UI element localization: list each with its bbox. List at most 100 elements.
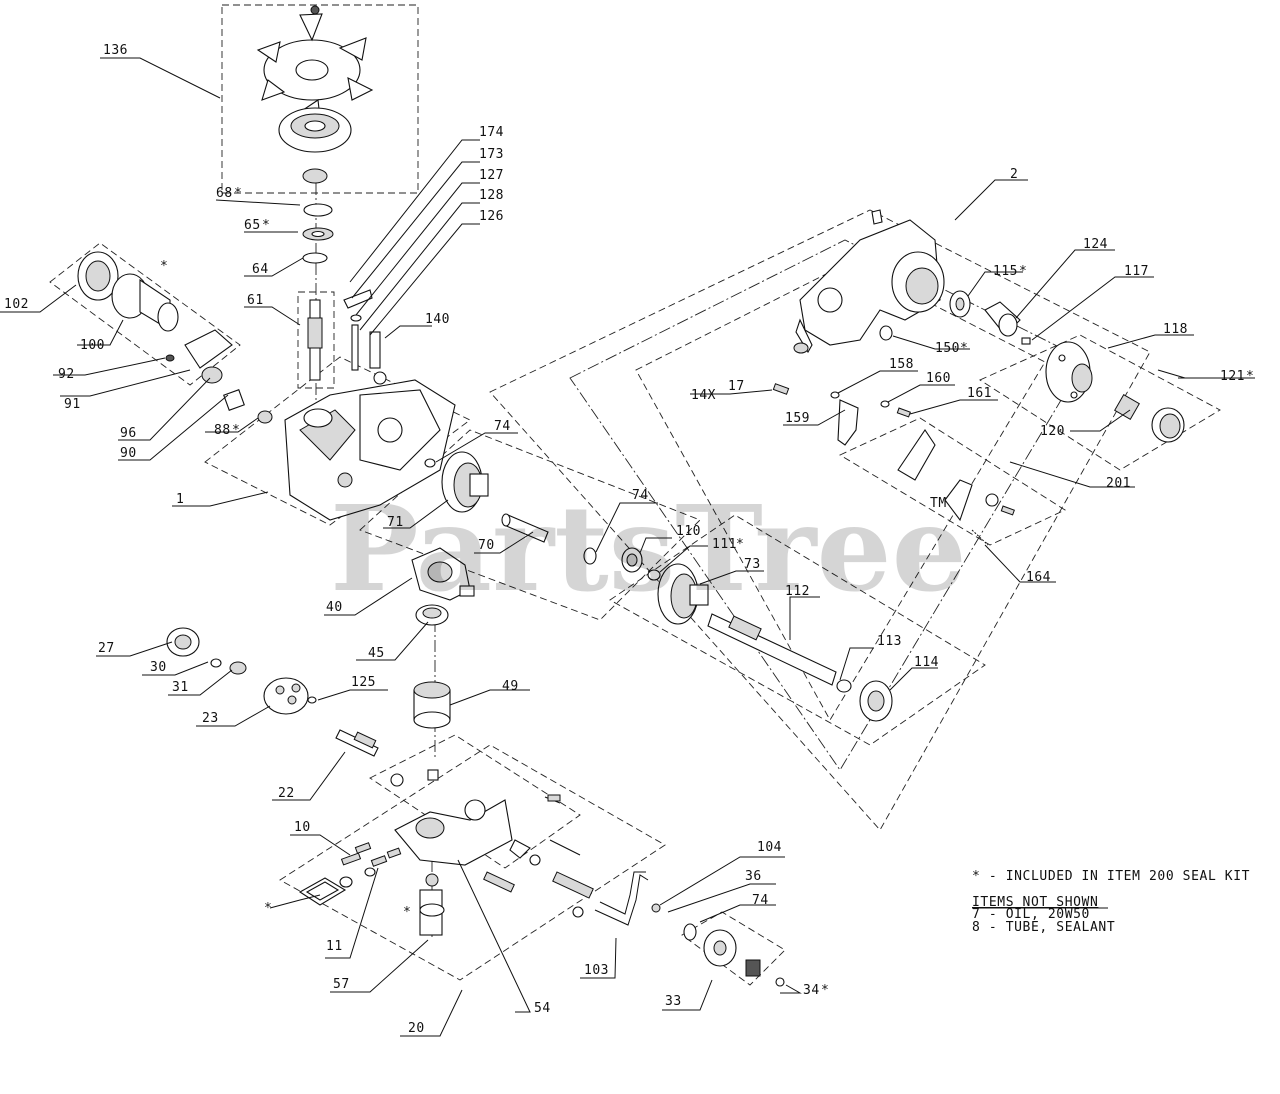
callout-65: 65 [244,218,261,233]
callout-126: 126 [479,209,504,224]
callout-201: 201 [1106,476,1131,491]
part-endcap-20 [390,769,594,936]
part-shaft-70 [501,513,549,543]
callout-70: 70 [478,538,495,553]
callout-2: 2 [1010,167,1018,182]
leader-lines [0,57,1255,1037]
callout-68: 68 [216,186,233,201]
watermark-trademark: TM [930,496,947,511]
callout-20: 20 [408,1021,425,1036]
callout-100: 100 [80,338,105,353]
callout-74-b: 74 [632,488,649,503]
callout-124: 124 [1083,237,1108,252]
callout-115: 115 [993,264,1018,279]
callout-45: 45 [368,646,385,661]
item-7-note: 7 - OIL, 20W50 [972,907,1090,922]
callout-68-mark: * [234,186,242,201]
part-pulley [278,107,352,153]
part-valves-10-11 [298,842,402,906]
callout-36: 36 [745,869,762,884]
callout-104: 104 [757,840,782,855]
part-tube-103 [594,871,661,926]
callout-34: 34 [803,983,820,998]
callout-23: 23 [202,711,219,726]
callout-111-mark: * [736,537,744,552]
callout-64: 64 [252,262,269,277]
callout-115-mark: * [1019,264,1027,279]
part-gear-73 [657,563,709,625]
callout-61: 61 [247,293,264,308]
callout-10: 10 [294,820,311,835]
callout-filter-mark: * [160,259,168,274]
callout-113: 113 [877,634,902,649]
callout-112: 112 [785,584,810,599]
part-hub-parts-115-124 [879,290,1031,345]
callout-30: 30 [150,660,167,675]
callout-90: 90 [120,446,137,461]
callout-173: 173 [479,147,504,162]
callout-114: 114 [914,655,939,670]
part-bearing-110 [583,547,661,581]
callout-117: 117 [1124,264,1149,279]
callout-150: 150 [935,341,960,356]
callout-136: 136 [103,43,128,58]
callout-31: 31 [172,680,189,695]
part-center-section-40 [411,547,475,601]
callout-150-mark: * [960,341,968,356]
part-cylinder-49 [413,681,451,729]
callout-125: 125 [351,675,376,690]
callout-49: 49 [502,679,519,694]
watermark: PartsTree [330,479,967,618]
part-pins-126-128 [343,289,381,371]
part-seals-27-31 [166,627,247,675]
callout-1: 1 [176,492,184,507]
callout-140: 140 [425,312,450,327]
seal-kit-note: * - INCLUDED IN ITEM 200 SEAL KIT [972,869,1250,884]
callout-74-c: 74 [752,893,769,908]
callout-161: 161 [967,386,992,401]
callout-14x: 14X [691,388,716,403]
callout-96: 96 [120,426,137,441]
callout-center-mark: * [403,905,411,920]
part-block-23 [263,677,317,715]
callout-110: 110 [676,524,701,539]
callout-92: 92 [58,367,75,382]
callout-17: 17 [728,379,745,394]
callout-127: 127 [479,168,504,183]
callout-121: 121 [1220,369,1245,384]
legend: * - INCLUDED IN ITEM 200 SEAL KIT ITEMS … [972,869,1250,935]
callout-left-mark: * [264,901,272,916]
part-hub-small [302,168,328,184]
callout-174: 174 [479,125,504,140]
part-seal-45 [415,604,449,626]
callout-labels: 136 174 173 127 128 126 68 * 65 * 64 61 … [4,43,1254,1036]
callout-65-mark: * [262,218,270,233]
callout-22: 22 [278,786,295,801]
callout-120: 120 [1040,424,1065,439]
callout-103: 103 [584,963,609,978]
callout-88-mark: * [232,423,240,438]
callout-164: 164 [1026,570,1051,585]
part-seals-68-65-64 [302,203,334,264]
callout-128: 128 [479,188,504,203]
callout-118: 118 [1163,322,1188,337]
callout-27: 27 [98,641,115,656]
callout-102: 102 [4,297,29,312]
callout-88: 88 [214,423,231,438]
part-shaft-22 [335,729,379,757]
callout-71: 71 [387,515,404,530]
callout-33: 33 [665,994,682,1009]
part-seal-33 [683,923,785,987]
callout-34-mark: * [821,983,829,998]
part-axle-112 [707,613,893,722]
part-fan-136 [256,5,374,119]
item-8-note: 8 - TUBE, SEALANT [972,920,1115,935]
callout-91: 91 [64,397,81,412]
callout-111: 111 [712,537,737,552]
part-gear-71 [424,451,489,513]
callout-159: 159 [785,411,810,426]
part-input-shaft-61 [297,291,335,389]
part-filter-group [77,251,273,424]
part-brake-housing-2 [793,209,945,354]
